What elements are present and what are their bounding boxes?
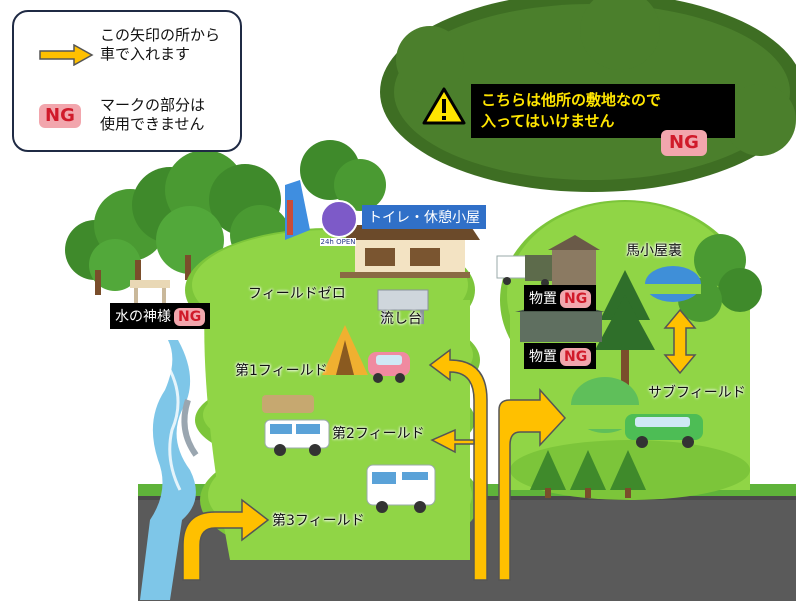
warning-box: こちらは他所の敷地なので 入ってはいけません: [471, 84, 735, 138]
label-barn: 馬小屋裏: [626, 243, 682, 259]
ng-badge-icon: NG: [560, 290, 592, 308]
right-arrow-icon: [39, 44, 94, 66]
tent-icon: [322, 325, 368, 375]
car-icon: [368, 352, 410, 383]
label-field3: 第3フィールド: [272, 513, 365, 529]
label-toilet: トイレ・休憩小屋: [362, 205, 486, 229]
shrine-icon: [130, 280, 170, 304]
legend-ng-text: マークの部分は 使用できません: [100, 96, 206, 133]
roof-tent-car-icon: [262, 395, 330, 456]
entry-arrow-main: [428, 348, 567, 581]
green-car-icon: [625, 414, 703, 448]
warning-line1: こちらは他所の敷地なので: [481, 91, 662, 109]
pine-tree-icon: [595, 270, 655, 390]
ng-badge-icon: NG: [560, 348, 592, 366]
toilet-sign-icon: [320, 200, 358, 238]
barn-icon: [548, 235, 600, 285]
warning-icon: [422, 87, 466, 125]
label-storage2-text: 物置: [529, 349, 557, 365]
warning-ng-badge: NG: [661, 130, 707, 156]
label-sink: 流し台: [380, 311, 422, 327]
label-field1: 第1フィールド: [235, 363, 328, 379]
waterfall-icon: [285, 180, 310, 240]
label-sub-field: サブフィールド: [648, 385, 746, 401]
toilet-hut-icon: [340, 225, 480, 278]
blue-tent-icon: [645, 266, 701, 302]
legend-arrow-text: この矢印の所から 車で入れます: [100, 26, 221, 63]
label-water-god-text: 水の神様: [115, 309, 171, 325]
toilet-sign-text: 24h OPEN: [320, 238, 356, 246]
trees-bottom-right: [530, 450, 646, 498]
warning-line2: 入ってはいけません: [481, 112, 615, 130]
ng-badge-icon: NG: [39, 104, 81, 128]
label-field2: 第2フィールド: [332, 426, 425, 442]
ng-badge-icon: NG: [174, 308, 206, 326]
double-arrow-icon: [663, 308, 697, 375]
sink-icon: [377, 289, 429, 324]
river: [140, 340, 199, 600]
entry-arrow-field3: [182, 498, 270, 581]
label-field-zero: フィールドゼロ: [248, 286, 346, 302]
camper-icon: [366, 464, 436, 513]
legend: この矢印の所から 車で入れます NG マークの部分は 使用できません: [12, 10, 242, 152]
label-storage1-text: 物置: [529, 291, 557, 307]
